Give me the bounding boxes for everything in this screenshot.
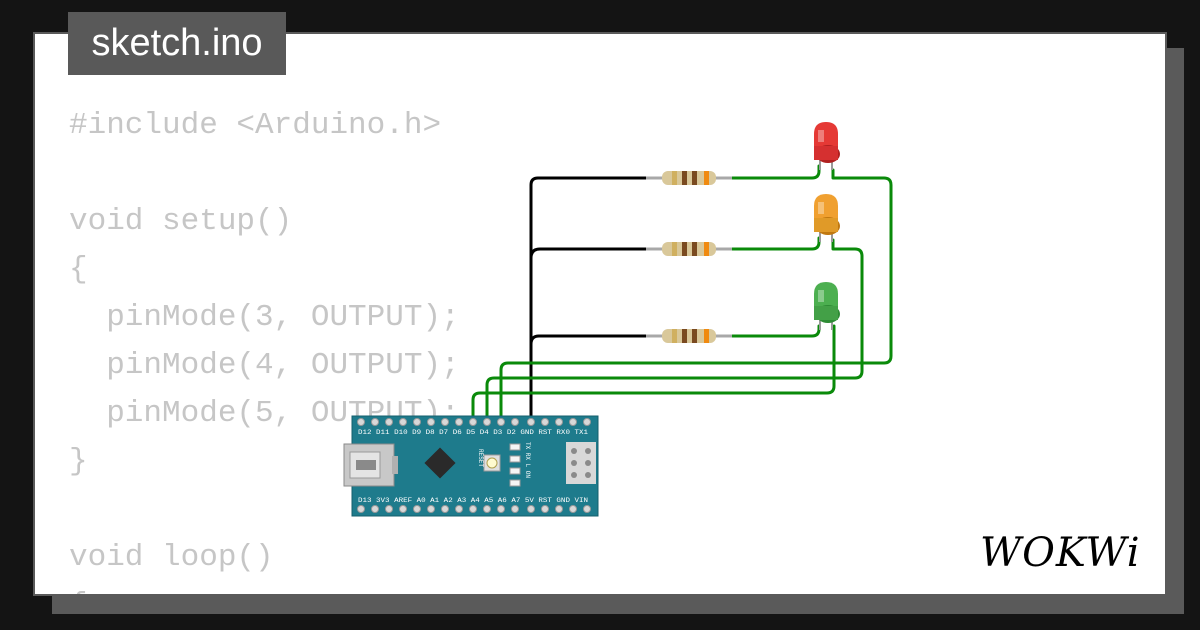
top-pin-header (357, 418, 591, 426)
code-line: } (69, 444, 88, 479)
status-leds (509, 443, 521, 487)
code-line: pinMode(3, OUTPUT); (69, 300, 460, 335)
ground-wires (529, 176, 650, 422)
resistor-led-wire (728, 164, 821, 180)
led-yellow[interactable] (814, 194, 840, 242)
resistor[interactable] (646, 171, 732, 185)
led-red[interactable] (814, 122, 840, 170)
code-line: #include <Arduino.h> (69, 108, 442, 143)
top-pin-labels: D12 D11 D10 D9 D8 D7 D6 D5 D4 D3 D2 GND … (358, 429, 588, 436)
led-body (814, 194, 838, 220)
code-line: void setup() (69, 204, 293, 239)
bottom-pin-labels: D13 3V3 AREF A0 A1 A2 A3 A4 A5 A6 A7 5V … (358, 497, 588, 504)
bottom-pin-header (357, 505, 591, 513)
usb-connector-icon (343, 443, 398, 487)
reset-label: RESET (477, 449, 484, 467)
resistor-led-wire (728, 324, 821, 338)
logo-text: WOKWi (980, 530, 1141, 576)
code-line: pinMode(4, OUTPUT); (69, 348, 460, 383)
resistor[interactable] (646, 242, 732, 256)
project-card[interactable]: #include <Arduino.h> void setup() { pinMod… (33, 32, 1167, 596)
icsp-header (566, 442, 596, 484)
arduino-nano-board[interactable]: D12 D11 D10 D9 D8 D7 D6 D5 D4 D3 D2 GND … (343, 415, 599, 517)
code-line: void loop() (69, 540, 274, 575)
ground-wire (529, 334, 650, 346)
signal-wire-red (499, 168, 893, 422)
signal-wire-yellow (485, 238, 864, 422)
code-line: { (69, 582, 460, 594)
resistor-led-wire (728, 236, 821, 251)
microcontroller-chip-icon (424, 447, 456, 479)
ground-wire (529, 247, 650, 260)
wokwi-logo: WOKWi (980, 530, 1141, 576)
signal-wire-green (471, 324, 836, 422)
reset-button[interactable] (483, 454, 501, 472)
signal-wires (471, 164, 893, 422)
resistor[interactable] (646, 329, 732, 343)
led-body (814, 282, 838, 308)
led-body (814, 122, 838, 148)
filename-tab[interactable]: sketch.ino (68, 12, 286, 75)
status-led-labels: TX RX L ON (524, 442, 531, 478)
code-line: { (69, 252, 88, 287)
ground-wire (529, 176, 650, 422)
led-green[interactable] (814, 282, 840, 330)
